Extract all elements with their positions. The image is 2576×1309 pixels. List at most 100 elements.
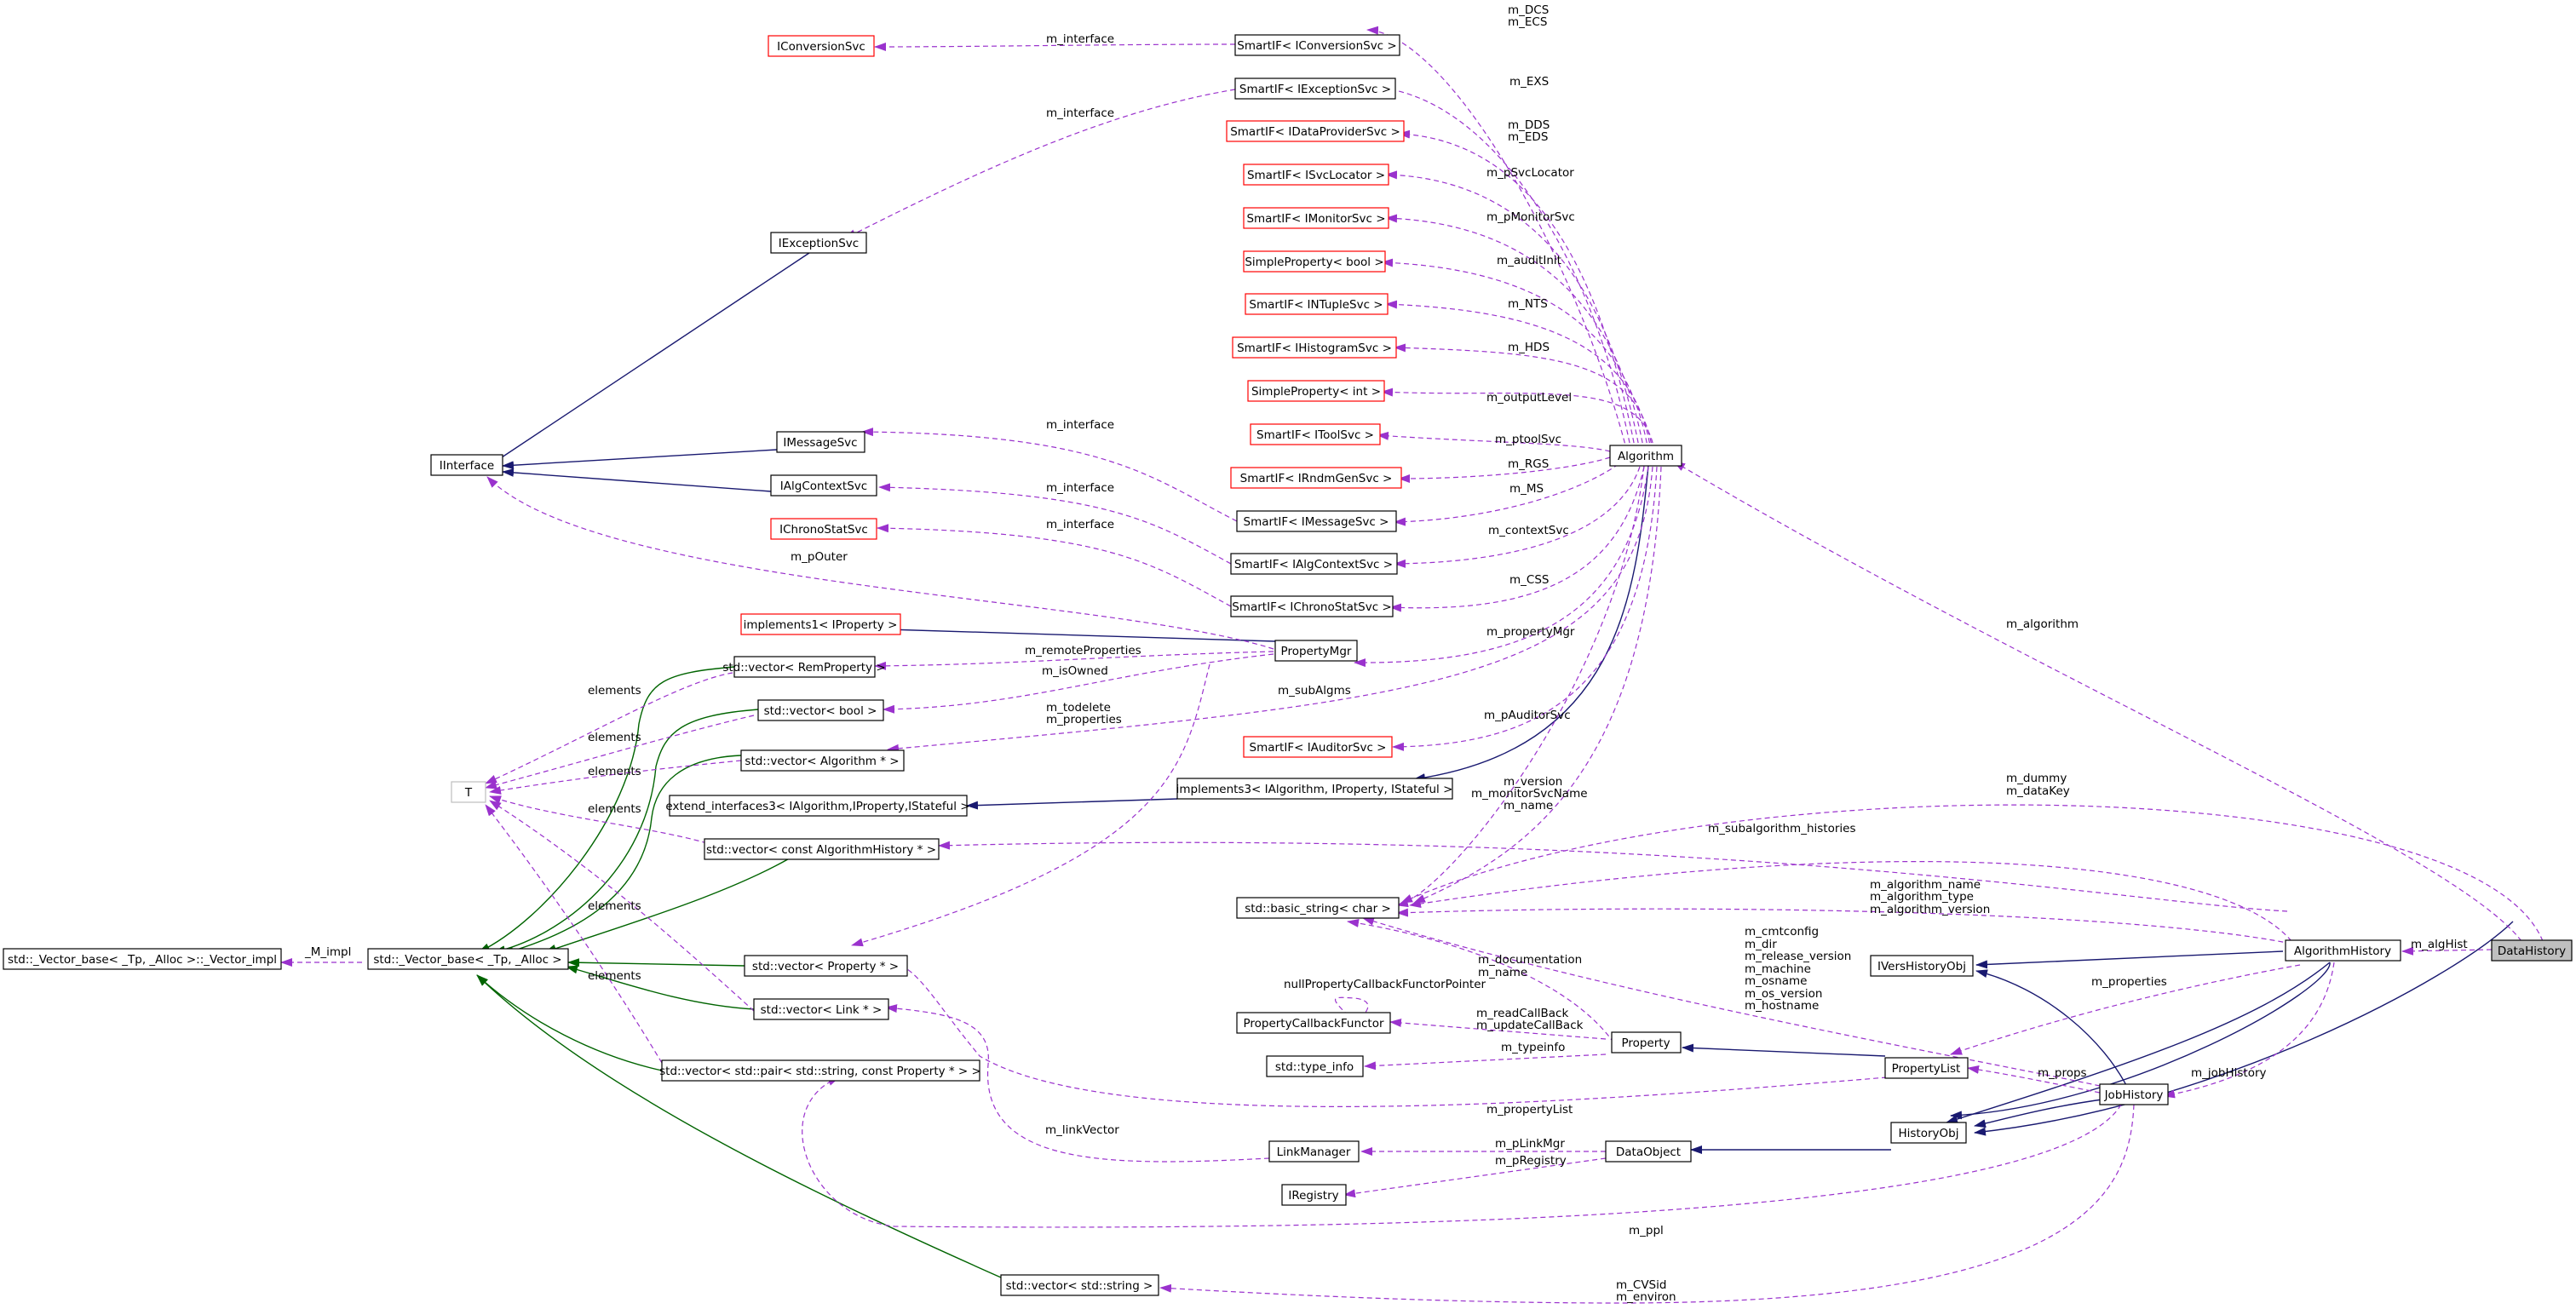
node-simpleproperty-bool[interactable]: SimpleProperty< bool >: [1243, 250, 1386, 273]
svg-text:std::vector< RemProperty >: std::vector< RemProperty >: [722, 661, 885, 675]
edge-label: m_isOwned: [1042, 664, 1108, 678]
edge-label: m_interface: [1046, 106, 1114, 120]
edge-label: m_interface: [1046, 518, 1114, 531]
node-smartif-itoolsvc[interactable]: SmartIF< IToolSvc >: [1250, 423, 1381, 445]
node-smartif-ialgcontextsvc[interactable]: SmartIF< IAlgContextSvc >: [1230, 553, 1398, 575]
node-smartif-isvclocator[interactable]: SmartIF< ISvcLocator >: [1243, 164, 1389, 186]
edge-label: m_EDS: [1508, 130, 1548, 144]
node-vector-base[interactable]: std::_Vector_base< _Tp, _Alloc >: [367, 948, 569, 970]
edge-label: m_algorithm_name: [1870, 878, 1981, 892]
node-vector-algorithm[interactable]: std::vector< Algorithm * >: [740, 749, 905, 772]
svg-text:IVersHistoryObj: IVersHistoryObj: [1877, 960, 1966, 973]
svg-text:LinkManager: LinkManager: [1277, 1145, 1351, 1159]
node-vector-pair[interactable]: std::vector< std::pair< std::string, con…: [659, 1059, 981, 1082]
edge-label: m_dummy: [2006, 772, 2067, 785]
edge-label: m_release_version: [1745, 950, 1851, 963]
edge-label: m_algorithm_type: [1870, 890, 1974, 904]
svg-text:SmartIF< IDataProviderSvc >: SmartIF< IDataProviderSvc >: [1230, 125, 1400, 139]
svg-text:SmartIF< ISvcLocator >: SmartIF< ISvcLocator >: [1247, 169, 1385, 182]
edge-label: m_dir: [1745, 938, 1777, 951]
svg-text:JobHistory: JobHistory: [2104, 1088, 2164, 1102]
svg-text:SmartIF< IExceptionSvc >: SmartIF< IExceptionSvc >: [1239, 83, 1391, 96]
edge-label: m_subalgorithm_histories: [1708, 822, 1856, 835]
edge-label: m_dataKey: [2006, 784, 2070, 798]
node-linkmanager[interactable]: LinkManager: [1268, 1140, 1360, 1163]
node-smartif-iexceptionsvc[interactable]: SmartIF< IExceptionSvc >: [1234, 78, 1396, 100]
node-smartif-iconversionsvc[interactable]: SmartIF< IConversionSvc >: [1234, 34, 1400, 56]
node-propertycallbackfunctor[interactable]: PropertyCallbackFunctor: [1236, 1012, 1391, 1034]
svg-text:SimpleProperty< int >: SimpleProperty< int >: [1251, 385, 1381, 399]
svg-text:IConversionSvc: IConversionSvc: [777, 40, 865, 54]
svg-text:SmartIF< INTupleSvc >: SmartIF< INTupleSvc >: [1249, 298, 1383, 312]
svg-text:extend_interfaces3< IAlgorithm: extend_interfaces3< IAlgorithm,IProperty…: [665, 800, 969, 813]
node-smartif-idataprovidersvc[interactable]: SmartIF< IDataProviderSvc >: [1226, 120, 1405, 142]
svg-text:PropertyCallbackFunctor: PropertyCallbackFunctor: [1243, 1017, 1384, 1031]
node-ialgcontextsvc[interactable]: IAlgContextSvc: [770, 474, 877, 497]
node-iinterface[interactable]: IInterface: [430, 454, 503, 476]
node-t[interactable]: T: [451, 781, 486, 803]
node-imessagesvc[interactable]: IMessageSvc: [776, 431, 865, 453]
svg-text:IInterface: IInterface: [440, 459, 494, 473]
node-vector-algorithmhistory[interactable]: std::vector< const AlgorithmHistory * >: [704, 838, 940, 860]
node-smartif-imessagesvc[interactable]: SmartIF< IMessageSvc >: [1236, 510, 1397, 532]
edge-label: m_jobHistory: [2191, 1066, 2267, 1080]
edge-label: elements: [588, 969, 641, 983]
edge-label: m_subAlgms: [1278, 684, 1351, 698]
edge-label: m_ECS: [1508, 15, 1547, 29]
node-implements3[interactable]: implements3< IAlgorithm, IProperty, ISta…: [1176, 778, 1453, 800]
node-basic-string[interactable]: std::basic_string< char >: [1236, 897, 1400, 919]
node-propertymgr[interactable]: PropertyMgr: [1274, 640, 1358, 662]
node-simpleproperty-int[interactable]: SimpleProperty< int >: [1247, 380, 1385, 402]
usage-edges: [280, 26, 2544, 1304]
edge-label: m_interface: [1046, 418, 1114, 432]
node-property[interactable]: Property: [1611, 1031, 1682, 1054]
node-smartif-iauditorsvc[interactable]: SmartIF< IAuditorSvc >: [1243, 736, 1393, 758]
node-iexceptionsvc[interactable]: IExceptionSvc: [770, 232, 867, 254]
edge-label: elements: [588, 899, 641, 913]
node-smartif-imonitorsvc[interactable]: SmartIF< IMonitorSvc >: [1243, 207, 1389, 229]
node-algorithm[interactable]: Algorithm: [1609, 445, 1682, 467]
node-ivershistoryobj[interactable]: IVersHistoryObj: [1870, 955, 1974, 977]
svg-text:std::_Vector_base< _Tp, _Alloc: std::_Vector_base< _Tp, _Alloc >::_Vecto…: [8, 953, 277, 967]
node-vector-remproperty[interactable]: std::vector< RemProperty >: [722, 656, 886, 678]
edge-label: m_ppl: [1629, 1224, 1664, 1237]
edge-label: m_algorithm: [2006, 617, 2079, 631]
inheritance-edges: [488, 252, 2514, 1154]
edge-label: m_hostname: [1745, 999, 1819, 1013]
node-datahistory[interactable]: DataHistory: [2491, 939, 2573, 962]
svg-text:std::vector< std::string >: std::vector< std::string >: [1006, 1279, 1153, 1293]
node-smartif-ihistogramsvc[interactable]: SmartIF< IHistogramSvc >: [1232, 336, 1397, 359]
node-vector-impl[interactable]: std::_Vector_base< _Tp, _Alloc >::_Vecto…: [3, 948, 282, 970]
node-dataobject[interactable]: DataObject: [1605, 1140, 1692, 1163]
node-extend-interfaces3[interactable]: extend_interfaces3< IAlgorithm,IProperty…: [665, 795, 970, 817]
node-historyobj[interactable]: HistoryObj: [1890, 1122, 1967, 1144]
svg-text:SimpleProperty< bool >: SimpleProperty< bool >: [1245, 255, 1383, 269]
node-algorithmhistory[interactable]: AlgorithmHistory: [2285, 939, 2401, 962]
svg-text:SmartIF< IAuditorSvc >: SmartIF< IAuditorSvc >: [1250, 741, 1387, 755]
svg-text:SmartIF< IHistogramSvc >: SmartIF< IHistogramSvc >: [1237, 342, 1392, 355]
edge-label: m_environ: [1616, 1290, 1676, 1304]
edge-label: m_contextSvc: [1488, 524, 1569, 537]
edge-label: m_propertyMgr: [1486, 625, 1575, 639]
node-jobhistory[interactable]: JobHistory: [2099, 1083, 2169, 1105]
node-iregistry[interactable]: IRegistry: [1281, 1184, 1347, 1206]
node-smartif-ichronostatsvc[interactable]: SmartIF< IChronoStatSvc >: [1230, 595, 1394, 617]
node-smartif-intuplesvc[interactable]: SmartIF< INTupleSvc >: [1245, 293, 1389, 315]
svg-text:std::vector< const AlgorithmHi: std::vector< const AlgorithmHistory * >: [706, 843, 936, 857]
node-ichronostatsvc[interactable]: IChronoStatSvc: [770, 518, 877, 540]
svg-text:DataObject: DataObject: [1616, 1145, 1681, 1159]
node-propertylist[interactable]: PropertyList: [1884, 1057, 1969, 1079]
edge-label: m_properties: [1046, 713, 1122, 726]
node-implements1[interactable]: implements1< IProperty >: [740, 613, 901, 635]
svg-text:SmartIF< IToolSvc >: SmartIF< IToolSvc >: [1256, 428, 1374, 442]
node-vector-bool[interactable]: std::vector< bool >: [757, 699, 884, 721]
node-type-info[interactable]: std::type_info: [1266, 1055, 1364, 1077]
node-iconversionsvc[interactable]: IConversionSvc: [768, 35, 875, 57]
node-vector-link[interactable]: std::vector< Link * >: [753, 998, 889, 1020]
template-edges: [476, 666, 1002, 1278]
node-vector-string[interactable]: std::vector< std::string >: [1000, 1274, 1159, 1296]
node-vector-property[interactable]: std::vector< Property * >: [744, 955, 908, 977]
node-smartif-irndmgensvc[interactable]: SmartIF< IRndmGenSvc >: [1230, 467, 1402, 489]
edge-label: m_pMonitorSvc: [1486, 210, 1575, 224]
